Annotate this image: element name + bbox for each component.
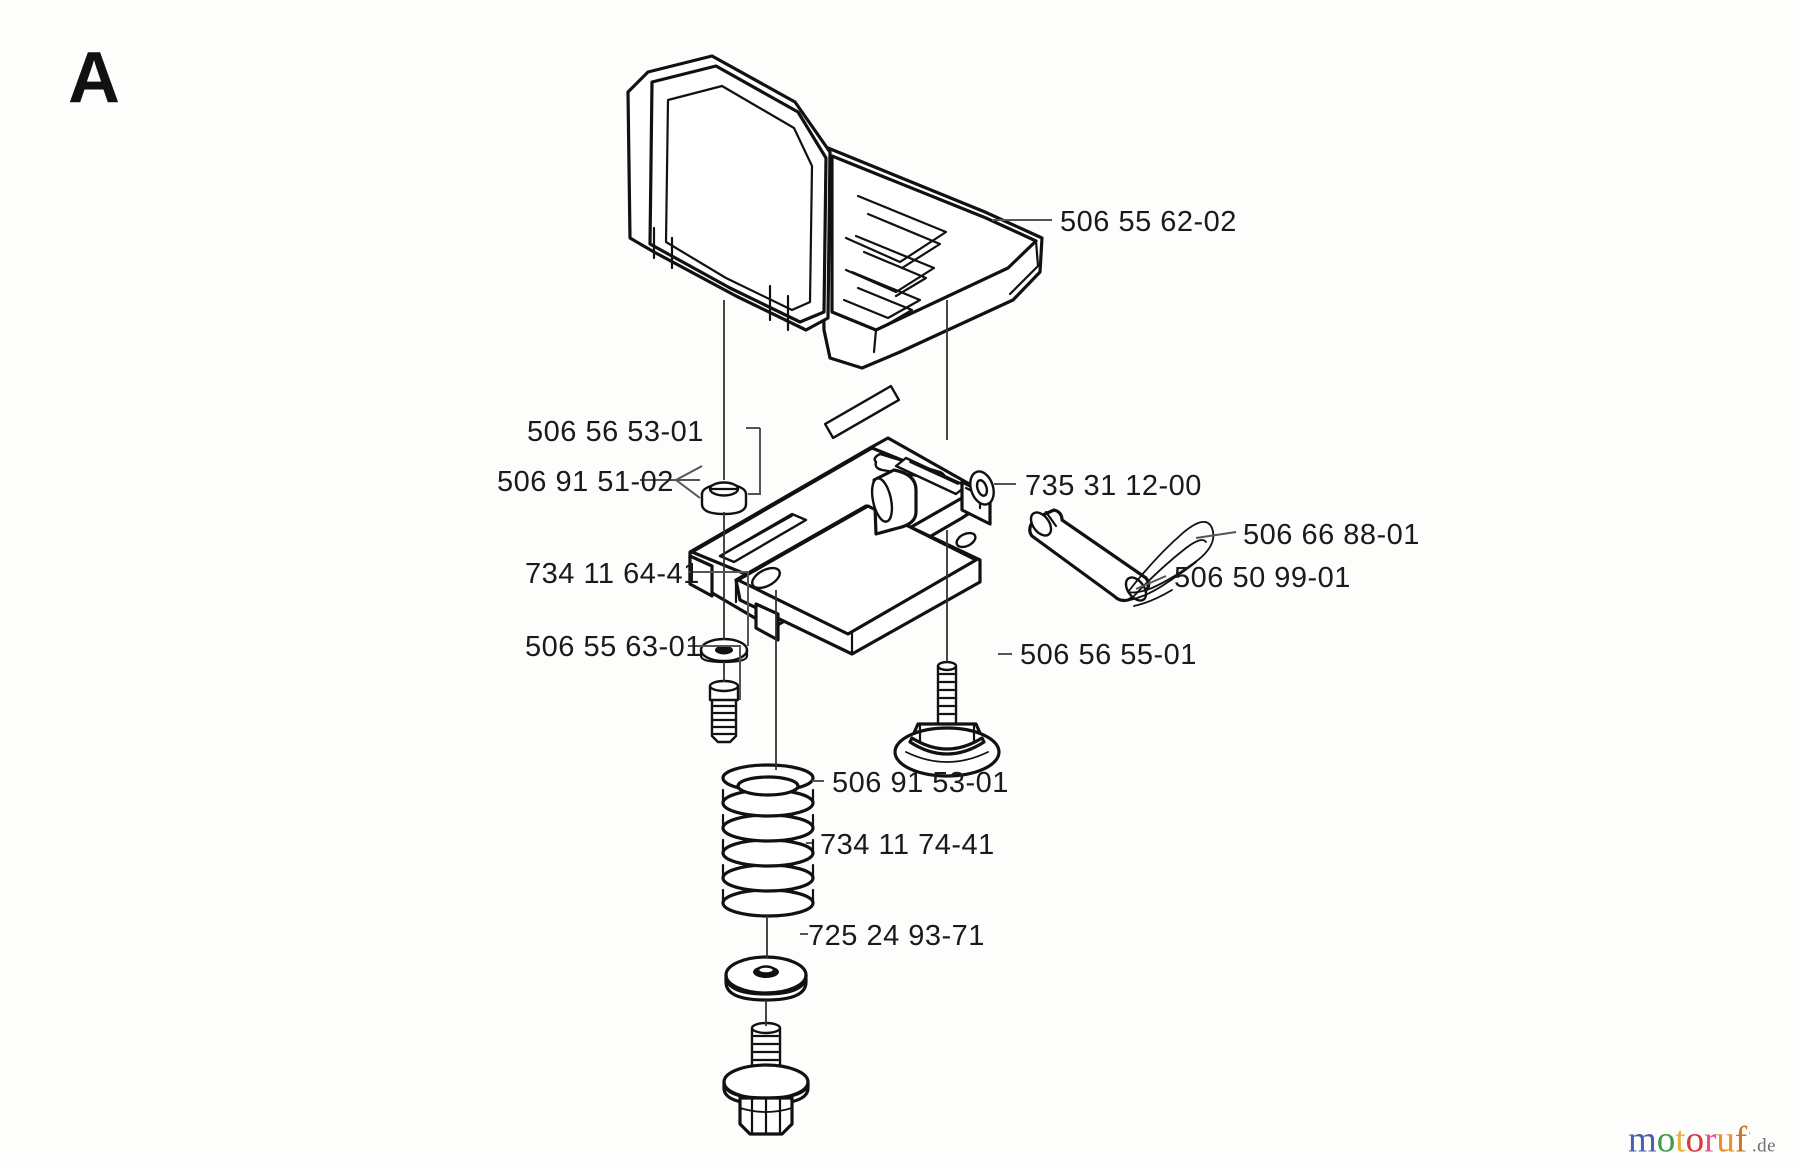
watermark-letter: o (1685, 1119, 1705, 1161)
nut-part (700, 481, 748, 516)
seat-part (626, 54, 1044, 370)
bracket-part (688, 384, 992, 656)
spring-part (721, 763, 815, 918)
watermark-letter: r (1704, 1119, 1717, 1161)
knob-part (893, 660, 1001, 778)
leader-lines (640, 219, 1237, 935)
callout-bolt: 725 24 93-71 (808, 920, 985, 952)
callout-screw-small: 506 55 63-01 (525, 631, 702, 663)
callout-nut: 506 56 53-01 (527, 416, 704, 448)
callout-spring: 506 91 53-01 (832, 767, 1009, 799)
callout-pin-sleeve: 735 31 12-00 (1025, 470, 1202, 502)
washer-large-part (724, 955, 808, 1002)
watermark-dot-accent: · (1747, 1127, 1752, 1142)
watermark-letter: f (1734, 1119, 1748, 1161)
callout-washer-large: 734 11 74-41 (820, 829, 995, 861)
callout-pin: 506 50 99-01 (1174, 562, 1351, 594)
callout-washer-small: 734 11 64-41 (525, 558, 700, 590)
watermark-letter: o (1656, 1119, 1676, 1161)
watermark-suffix: .de (1751, 1135, 1777, 1157)
figure-letter: A (68, 38, 120, 118)
screw-small-part (708, 679, 740, 744)
callout-seat: 506 55 62-02 (1060, 206, 1237, 238)
pin-part (1028, 508, 1151, 603)
assembly-axis-lines (723, 300, 948, 1026)
callout-knob: 506 56 55-01 (1020, 639, 1197, 671)
bolt-part (722, 1021, 810, 1136)
watermark-letter: u (1716, 1119, 1735, 1161)
motoruf-watermark-logo: motoruf·.de (1628, 1112, 1796, 1161)
watermark-letter: m (1628, 1119, 1657, 1161)
cotter-pin-part (1127, 521, 1215, 607)
callout-cotter-pin: 506 66 88-01 (1243, 519, 1420, 551)
watermark-letter: t (1675, 1119, 1686, 1161)
callout-bracket: 506 91 51-02 (497, 466, 674, 498)
pin-sleeve-part (969, 470, 995, 506)
